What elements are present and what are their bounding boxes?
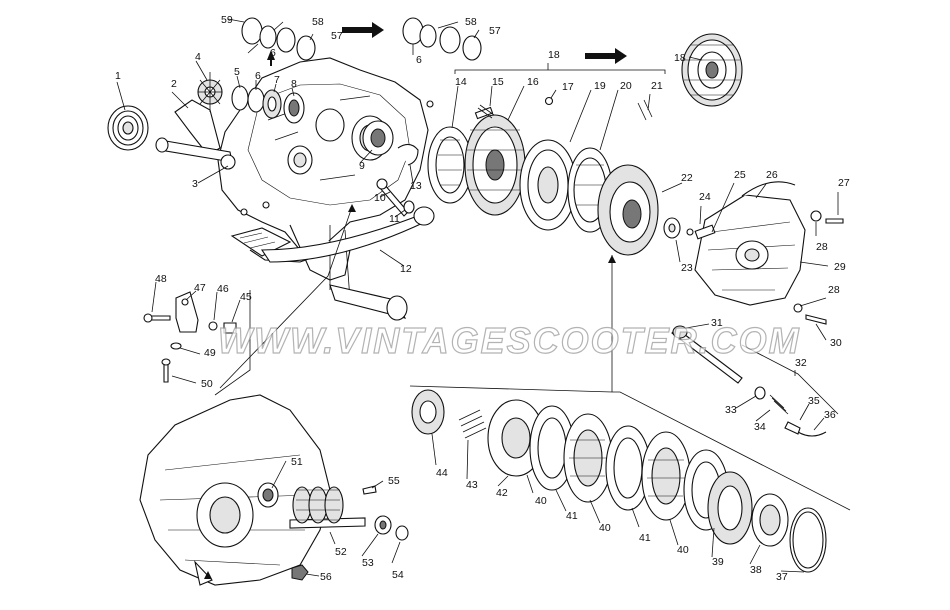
part-number-label: 10 [374,192,386,204]
part-number-label: 40 [535,495,547,507]
part-number-label: 42 [496,487,508,499]
bolts-center [376,143,419,217]
part-number-label: 2 [171,78,177,90]
part-number-label: 24 [699,191,711,203]
part-number-label: 6 [416,54,422,66]
part-number-label: 14 [455,76,467,88]
part-number-label: 58 [465,16,477,28]
part-number-label: 53 [362,557,374,569]
part-number-label: 39 [712,556,724,568]
part-number-label: 57 [331,30,343,42]
part-number-label: 56 [320,571,332,583]
arrow-up-small [267,50,275,66]
part-number-label: 48 [155,273,167,285]
part-number-label: 50 [201,378,213,390]
part-number-label: 16 [527,76,539,88]
direction-arrows [267,22,627,66]
part-number-label: 9 [359,160,365,172]
part-number-label: 21 [651,80,663,92]
arrow-top-right [585,48,627,64]
part-number-label: 49 [204,347,216,359]
bracket-parts [143,291,237,383]
part-number-label: 37 [776,571,788,583]
kickstart-spring-parts [107,72,236,170]
crankcase-lower [139,394,331,586]
part-number-label: 18 [674,52,686,64]
part-number-label: 27 [838,177,850,189]
part-number-label: 40 [677,544,689,556]
part-number-label: 8 [291,78,297,90]
part-number-label: 57 [489,25,501,37]
kickstart-pedal [230,206,435,321]
part-number-label: 19 [594,80,606,92]
part-number-label: 22 [681,172,693,184]
bearings-row [231,85,394,156]
part-number-label: 34 [754,421,766,433]
part-number-label: 5 [234,66,240,78]
part-number-label: 41 [639,532,651,544]
layshaft-gears [289,485,409,581]
part-number-label: 4 [195,51,201,63]
part-number-label: 26 [766,169,778,181]
part-number-label: 28 [828,284,840,296]
part-number-label: 33 [725,404,737,416]
part-number-label: 52 [335,546,347,558]
part-number-label: 28 [816,241,828,253]
part-number-label: 1 [115,70,121,82]
part-number-label: 11 [389,213,400,225]
part-number-label: 32 [795,357,807,369]
part-number-label: 51 [291,456,303,468]
part-number-label: 31 [711,317,723,329]
watermark-logo: WWW.VINTAGESCOOTER.COM [218,320,801,361]
clutch-assembly [427,96,681,256]
part-number-label: 45 [240,291,252,303]
part-number-label: 58 [312,16,324,28]
part-number-label: 17 [562,81,574,93]
part-number-label: 30 [830,337,842,349]
part-number-label: 59 [221,14,233,26]
part-number-label: 47 [194,282,206,294]
part-number-label: 18 [548,49,560,61]
part-number-label: 3 [192,178,198,190]
clutch-plates-row [411,389,827,573]
part-number-label: 40 [599,522,611,534]
top-washers [241,17,482,61]
part-number-label: 43 [466,479,478,491]
part-number-label: 54 [392,569,404,581]
part-number-label: 6 [255,70,261,82]
part-number-label: 6 [270,47,276,59]
leader-lines [116,18,851,579]
part-number-label: 29 [834,261,846,273]
part-number-label: 13 [410,180,422,192]
part-number-label: 35 [808,395,820,407]
part-number-label: 25 [734,169,746,181]
part-number-label: 7 [274,74,280,86]
arrow-top-center [342,22,384,38]
part-number-label: 15 [492,76,504,88]
part-number-label: 23 [681,262,693,274]
part-number-label: 55 [388,475,400,487]
part-number-label: 20 [620,80,632,92]
clutch-cover [686,181,844,325]
primary-gear-top [681,33,743,107]
part-number-label: 36 [824,409,836,421]
clutch-shaft [671,325,827,437]
part-number-label: 44 [436,467,448,479]
part-number-label: 41 [566,510,578,522]
part-number-label: 46 [217,283,229,295]
part-number-label: 38 [750,564,762,576]
part-number-label: 12 [400,263,412,275]
